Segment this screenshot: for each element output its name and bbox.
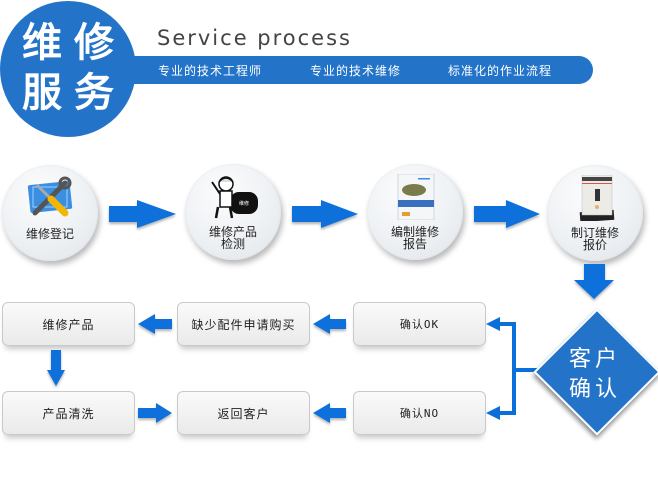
- arrow-down-icon: [47, 350, 65, 386]
- logo-char: 修: [74, 19, 114, 66]
- step-label: 维修登记: [25, 227, 74, 241]
- logo-badge: 维 修 服 务: [0, 1, 136, 137]
- decision-customer-confirm: 客户 确认: [533, 308, 658, 436]
- step-quotation: 制订维修 报价: [547, 165, 643, 261]
- svg-text:维修: 维修: [239, 200, 249, 207]
- logo-char: 务: [74, 69, 114, 116]
- arrow-down-icon: [574, 264, 614, 299]
- banner-item-engineers: 专业的技术工程师: [158, 64, 263, 78]
- step-report: 编制维修 报告: [367, 164, 463, 260]
- arrow-right-icon: [474, 200, 540, 228]
- decision-label: 确认: [568, 377, 621, 402]
- box-confirm-ok: 确认OK: [353, 302, 486, 346]
- box-repair-product: 维修产品: [2, 302, 135, 346]
- banner-item-standard-process: 标准化的作业流程: [448, 64, 553, 78]
- arrow-right-icon: [292, 200, 358, 228]
- banner-item-repair: 专业的技术维修: [310, 64, 402, 78]
- arrow-left-icon: [138, 314, 172, 334]
- step-label: 维修产品: [208, 225, 257, 239]
- arrow-right-icon: [138, 403, 172, 423]
- page-title: Service process: [157, 26, 352, 50]
- mechanic-icon: 维修: [211, 176, 258, 219]
- arrowhead-left-icon: [486, 406, 500, 420]
- step-register: 维修登记: [2, 165, 98, 261]
- decision-label: 客户: [568, 347, 621, 372]
- box-confirm-no: 确认NO: [353, 391, 486, 435]
- step-inspect: 维修 维修产品 检测: [185, 164, 281, 260]
- decision-bracket: [498, 322, 538, 415]
- arrowhead-left-icon: [486, 317, 500, 331]
- report-book-icon: [397, 174, 435, 220]
- box-purchase-parts: 缺少配件申请购买: [177, 302, 310, 346]
- arrow-left-icon: [313, 314, 346, 334]
- box-clean-product: 产品清洗: [2, 391, 135, 435]
- box-return-customer: 返回客户: [177, 391, 310, 435]
- step-label: 编制维修: [390, 225, 439, 239]
- step-label: 报价: [582, 238, 607, 252]
- arrow-right-icon: [109, 200, 176, 228]
- arrow-left-icon: [313, 403, 346, 423]
- header-banner: 专业的技术工程师 专业的技术维修 标准化的作业流程: [118, 56, 593, 84]
- step-label: 报告: [402, 237, 427, 251]
- logo-char: 服: [22, 69, 62, 116]
- step-label: 制订维修: [570, 226, 619, 240]
- step-label: 检测: [220, 237, 245, 251]
- tools-icon: [27, 176, 73, 217]
- quotation-sheet-icon: [579, 175, 615, 221]
- logo-char: 维: [22, 19, 62, 66]
